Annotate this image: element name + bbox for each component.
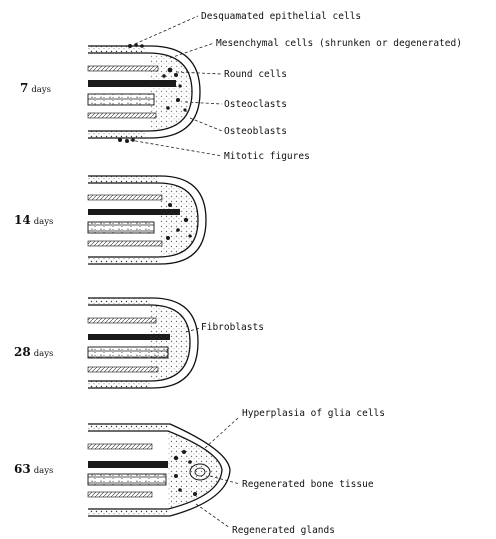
tube-diagram-63 [88, 424, 230, 516]
label-regenerated-glands: Regenerated glands [232, 525, 335, 536]
label-osteoblasts: Osteoblasts [224, 126, 287, 137]
panel-63-days: 63days Hyperplasia of glia cells Rege [14, 408, 385, 536]
label-osteoclasts: Osteoclasts [224, 99, 287, 110]
tube-diagram-14 [88, 176, 206, 264]
day-label-28: 28days [14, 345, 53, 359]
panel-14-days: 14days [14, 176, 206, 264]
label-round-cells: Round cells [224, 69, 287, 80]
panel-7-days: 7days [20, 11, 462, 162]
tube-diagram-7 [88, 43, 200, 143]
label-fibroblasts: Fibroblasts [201, 322, 264, 333]
label-regenerated-bone-tissue: Regenerated bone tissue [242, 479, 374, 490]
label-mesenchymal-cells: Mesenchymal cells (shrunken or degenerat… [216, 38, 462, 49]
panel-28-days: 28days Fibroblasts [14, 298, 264, 388]
label-desquamated-epithelial-cells: Desquamated epithelial cells [201, 11, 361, 22]
day-label-63: 63days [14, 462, 53, 476]
label-mitotic-figures: Mitotic figures [224, 151, 310, 162]
label-hyperplasia-of-glia-cells: Hyperplasia of glia cells [242, 408, 385, 419]
day-label-7: 7days [20, 81, 51, 95]
tube-diagram-28 [88, 298, 198, 388]
day-label-14: 14days [14, 213, 53, 227]
